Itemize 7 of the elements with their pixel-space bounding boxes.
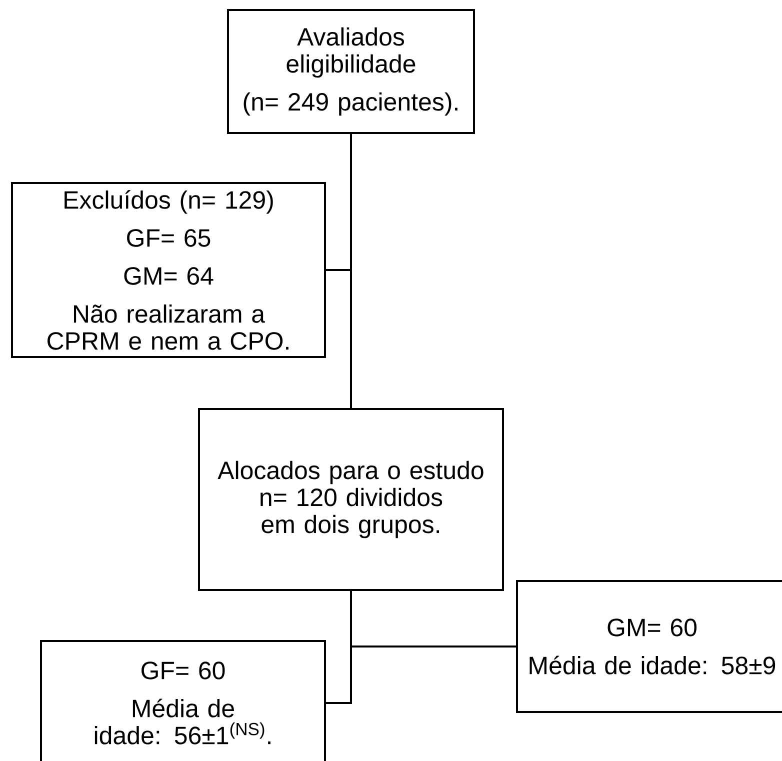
text-box: Excluídos (n= 129) GF= 65 GM= 64 Não realizaram a CPRM e nem a CPO. — [11, 182, 326, 358]
text-box: GM= 60 Média de idade: 58±9 — [516, 580, 782, 713]
connector-line — [350, 134, 352, 408]
text-box: Alocados para o estudo n= 120 divididos em dois grupos. — [198, 408, 504, 591]
connector-line — [350, 591, 516, 648]
text-box: GF= 60 Média de idade: 56±1$^{(NS)}$. — [40, 640, 326, 761]
text-box: Avaliados eligibilidade (n= 249 pacientes). — [227, 9, 475, 134]
